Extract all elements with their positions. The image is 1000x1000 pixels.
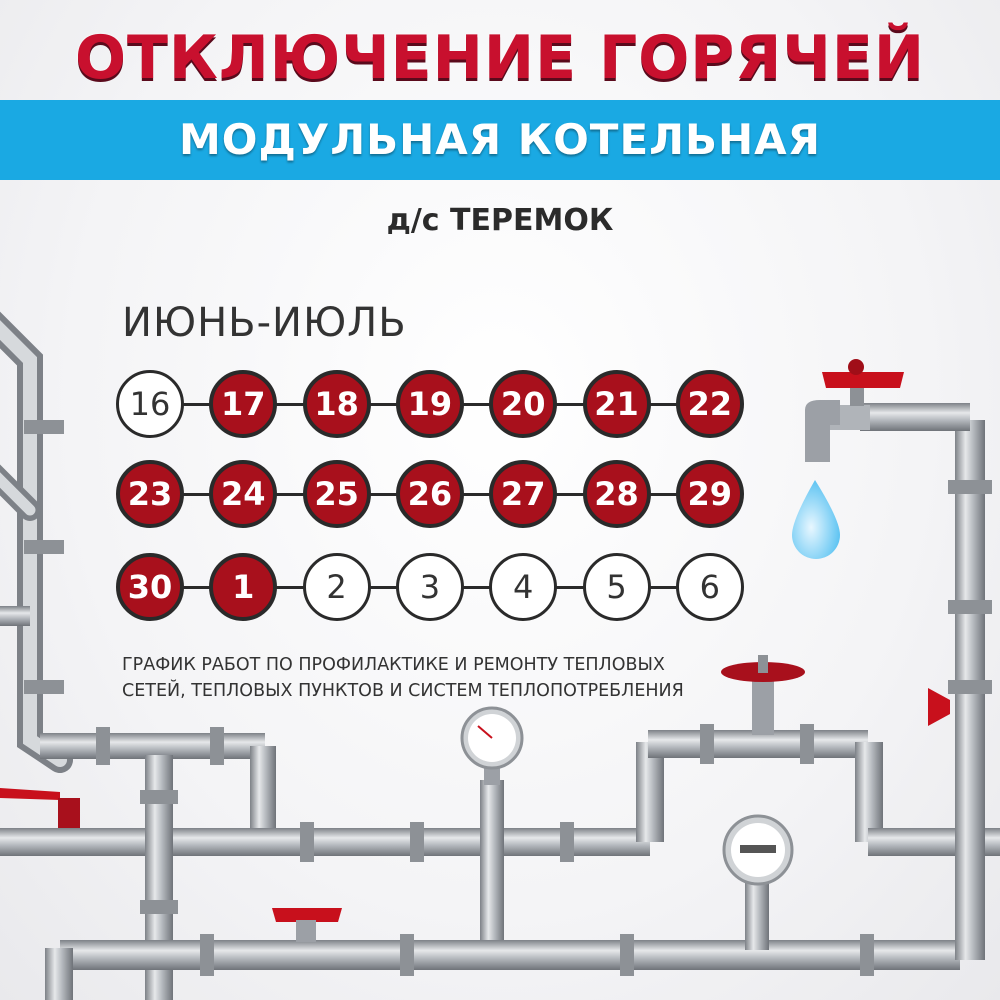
day-connector (648, 403, 678, 406)
normal-day: 2 (302, 553, 371, 621)
outage-day: 26 (395, 460, 464, 528)
outage-day: 19 (395, 370, 464, 438)
normal-day: 5 (582, 553, 651, 621)
schedule-note-line-2: СЕТЕЙ, ТЕПЛОВЫХ ПУНКТОВ И СИСТЕМ ТЕПЛОПО… (122, 681, 684, 701)
day-connector (555, 403, 585, 406)
day-connector (275, 493, 305, 496)
day-connector (368, 586, 398, 589)
day-connector (182, 493, 212, 496)
day-connector (461, 403, 492, 406)
day-connector (182, 586, 212, 589)
outage-day: 1 (209, 553, 278, 621)
day-connector (275, 586, 305, 589)
day-connector (648, 493, 678, 496)
normal-day: 6 (675, 553, 744, 621)
outage-day: 17 (209, 370, 278, 438)
day-connector (555, 493, 585, 496)
normal-day: 16 (116, 370, 184, 438)
outage-day: 20 (489, 370, 558, 438)
day-connector (461, 586, 492, 589)
calendar-row: 16 17 18 19 20 21 22 (116, 370, 744, 450)
organization-name: д/с ТЕРЕМОК (386, 203, 614, 238)
outage-day: 18 (302, 370, 371, 438)
day-connector (461, 493, 492, 496)
day-connector (368, 403, 398, 406)
day-connector (368, 493, 398, 496)
outage-day: 27 (489, 460, 558, 528)
pressure-gauge-icon (460, 706, 524, 785)
schedule-period: ИЮНЬ-ИЮЛЬ (122, 300, 407, 346)
outage-day: 30 (116, 553, 184, 621)
page-subtitle: МОДУЛЬНАЯ КОТЕЛЬНАЯ (178, 115, 822, 164)
normal-day: 3 (395, 553, 464, 621)
subtitle-band (0, 100, 1000, 180)
day-connector (275, 403, 305, 406)
outage-day: 22 (675, 370, 744, 438)
normal-day: 4 (489, 553, 558, 621)
water-meter-icon (722, 814, 794, 886)
outage-day: 23 (116, 460, 184, 528)
outage-day: 24 (209, 460, 278, 528)
water-drop-icon (792, 480, 840, 559)
day-connector (648, 586, 678, 589)
gate-valve-wheel-icon (721, 655, 805, 735)
outage-day: 28 (582, 460, 651, 528)
day-connector (555, 586, 585, 589)
calendar-row: 23 24 25 26 27 28 29 (116, 460, 744, 540)
outage-day: 29 (675, 460, 744, 528)
outage-day: 25 (302, 460, 371, 528)
faucet-icon (805, 359, 904, 462)
schedule-note-line-1: ГРАФИК РАБОТ ПО ПРОФИЛАКТИКЕ И РЕМОНТУ Т… (122, 655, 665, 675)
valve-handle-icon (0, 688, 950, 942)
schedule-note: ГРАФИК РАБОТ ПО ПРОФИЛАКТИКЕ И РЕМОНТУ Т… (122, 652, 722, 704)
outage-day: 21 (582, 370, 651, 438)
day-connector (182, 403, 212, 406)
